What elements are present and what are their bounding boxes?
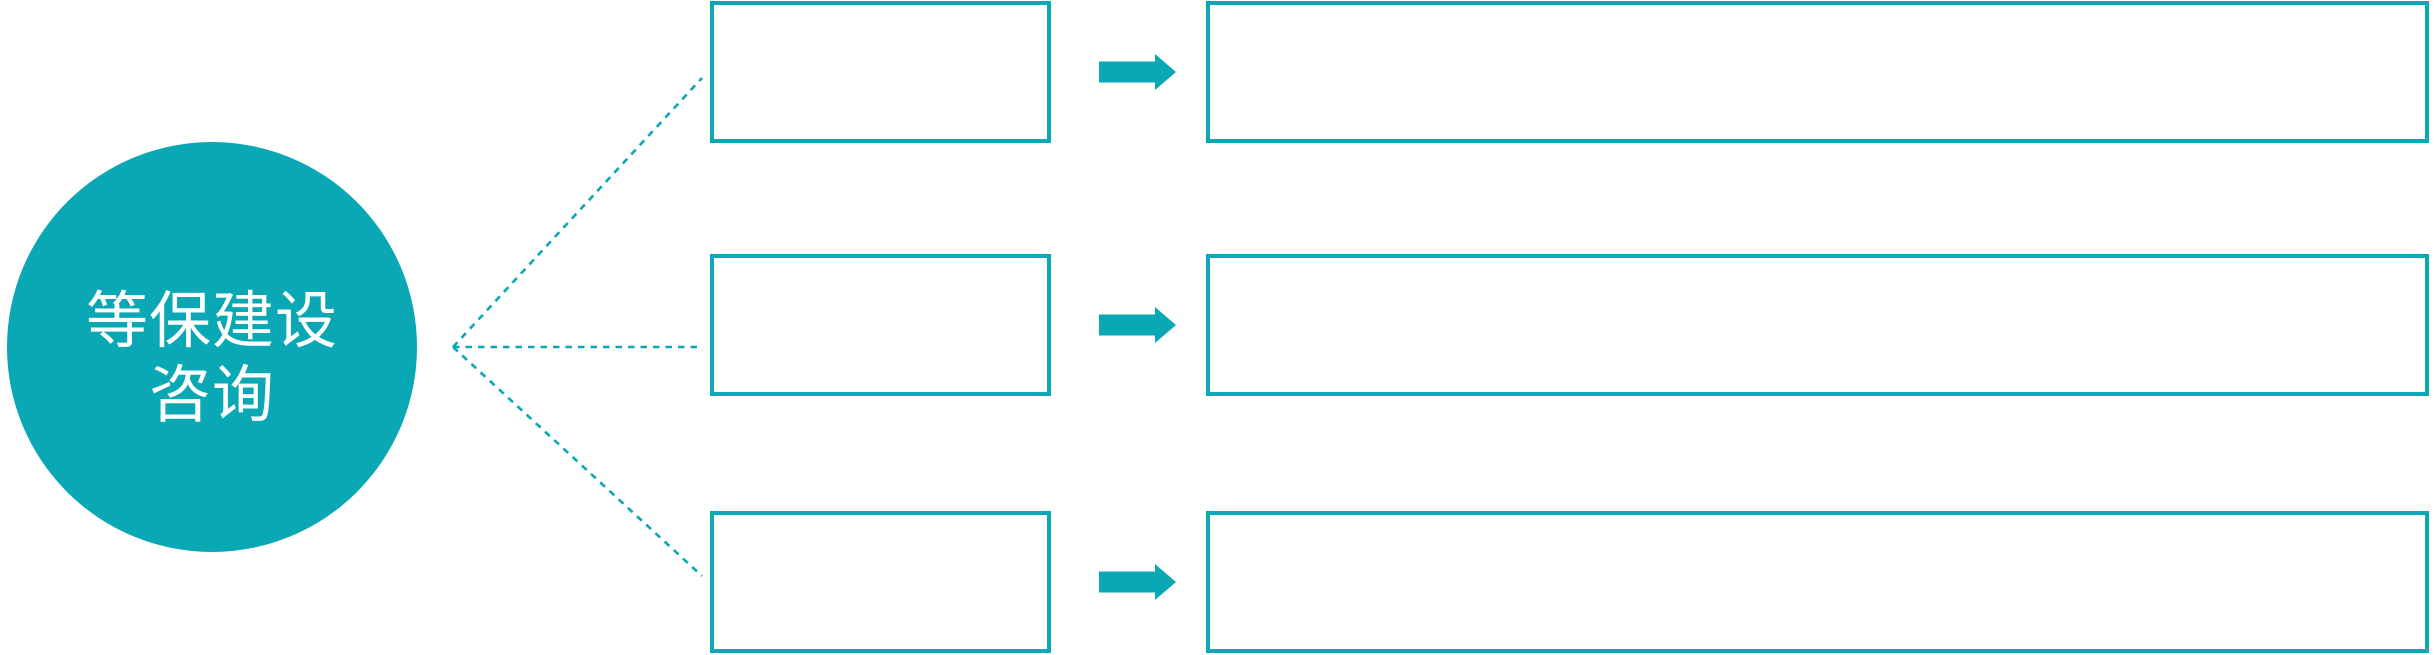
topic-circle: 等保建设 咨询 [7,142,417,552]
topic-label: 等保建设 咨询 [86,261,338,433]
description-box-3 [1206,511,2429,653]
topic-label-line1: 等保建设 [85,287,338,356]
category-box-3 [710,511,1051,653]
connector-dotted-line-bottom [452,346,703,577]
category-box-1 [710,1,1051,143]
description-box-2 [1206,254,2429,396]
description-box-1 [1206,1,2429,143]
category-box-2 [710,254,1051,396]
right-arrow-icon [1099,564,1176,600]
topic-label-line2: 咨询 [148,361,275,430]
right-arrow-icon [1099,307,1176,343]
connector-dotted-line-top [452,77,703,348]
right-arrow-icon [1099,54,1176,90]
